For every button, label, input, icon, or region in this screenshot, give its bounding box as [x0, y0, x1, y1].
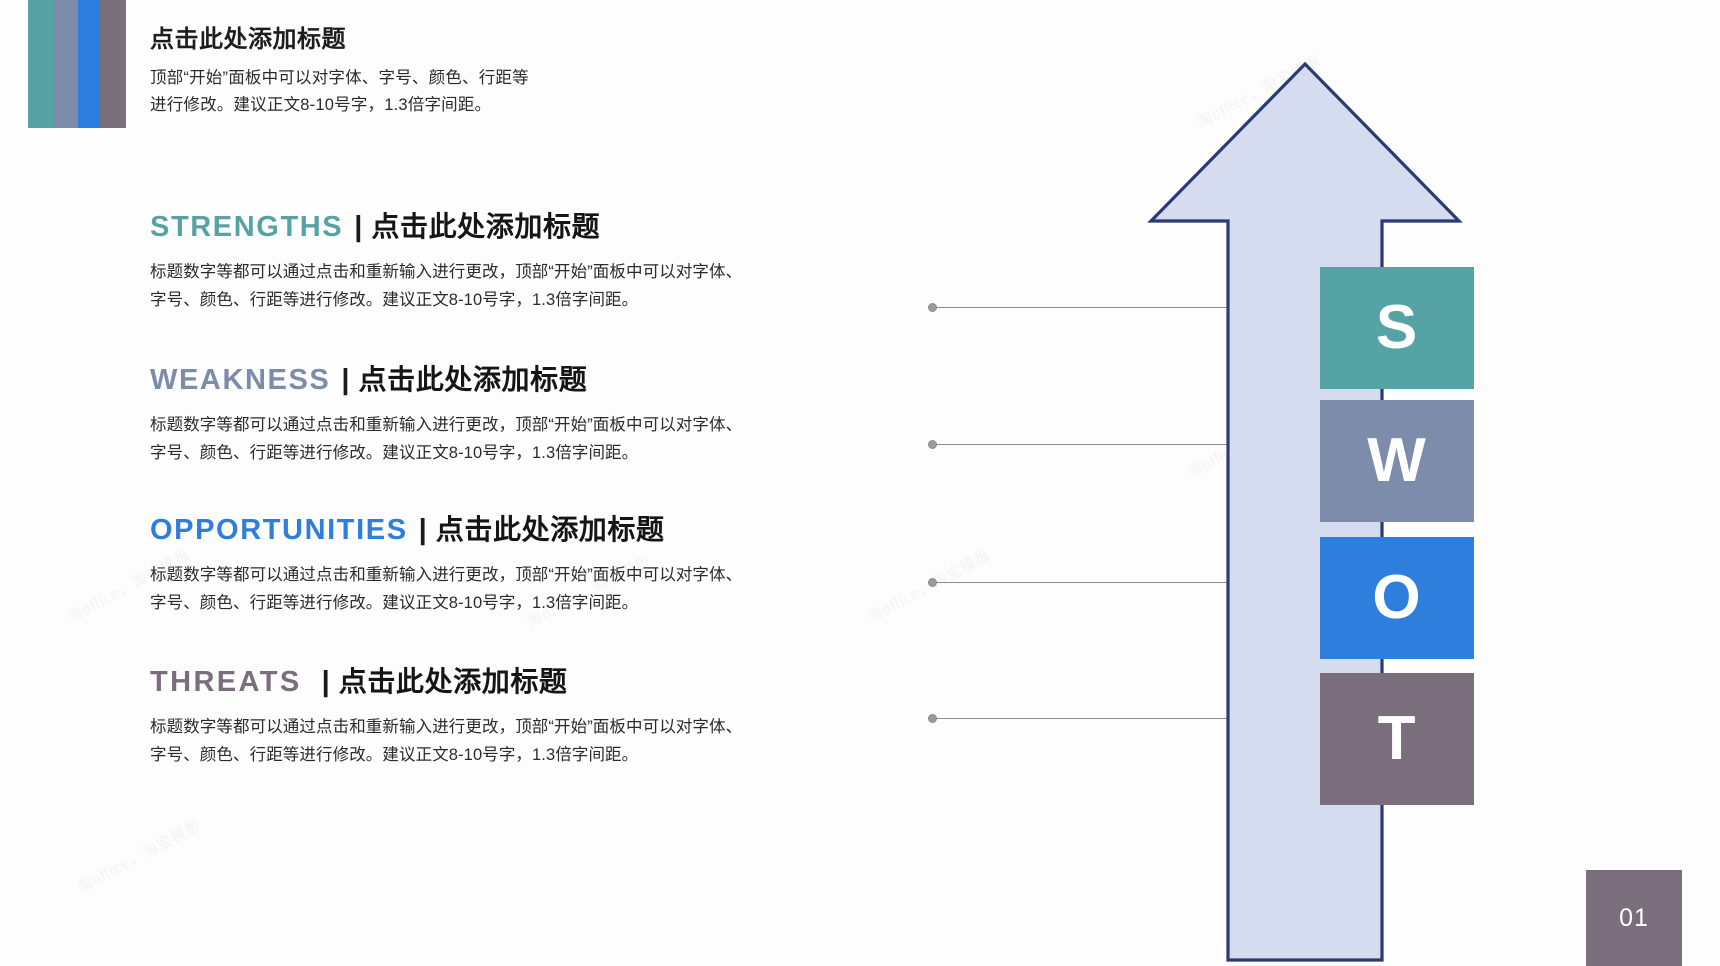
swot-letter: W [1367, 426, 1427, 495]
connector-weakness [928, 440, 1304, 450]
swot-letter: O [1372, 563, 1422, 632]
section-body: 标题数字等都可以通过点击和重新输入进行更改，顶部“开始”面板中可以对字体、 字号… [150, 566, 743, 612]
connector-line [936, 307, 1304, 308]
section-weakness: WEAKNESS | 点击此处添加标题 标题数字等都可以通过点击和重新输入进行更改，… [150, 358, 830, 467]
swot-block-strengths[interactable]: S [1320, 267, 1474, 389]
page-title: 点击此处添加标题 [150, 26, 346, 53]
swot-letter: T [1377, 704, 1417, 773]
section-title: 点击此处添加标题 [371, 211, 601, 242]
section-heading: STRENGTHS | 点击此处添加标题 [150, 205, 830, 245]
page-number: 01 [1619, 903, 1649, 932]
watermark: 淘office，淘宝模板 [73, 814, 204, 897]
swot-block-weakness[interactable]: W [1320, 400, 1474, 522]
swot-block-opportunities[interactable]: O [1320, 537, 1474, 659]
section-keyword: THREATS [150, 666, 302, 698]
section-keyword: WEAKNESS [150, 364, 331, 396]
section-opportunities: OPPORTUNITIES | 点击此处添加标题 标题数字等都可以通过点击和重新输入… [150, 508, 830, 617]
connector-line [936, 444, 1304, 445]
section-separator: | [418, 514, 427, 546]
connector-strengths [928, 303, 1304, 313]
section-keyword: STRENGTHS [150, 211, 344, 243]
section-heading: WEAKNESS | 点击此处添加标题 [150, 358, 830, 398]
accent-bar-3 [78, 0, 100, 128]
accent-bars [28, 0, 126, 128]
section-body: 标题数字等都可以通过点击和重新输入进行更改，顶部“开始”面板中可以对字体、 字号… [150, 718, 743, 764]
connector-opportunities [928, 578, 1304, 588]
section-heading: THREATS | 点击此处添加标题 [150, 660, 830, 700]
section-title: 点击此处添加标题 [358, 364, 588, 395]
accent-bar-2 [54, 0, 78, 128]
section-threats: THREATS | 点击此处添加标题 标题数字等都可以通过点击和重新输入进行更改，顶… [150, 660, 830, 769]
header: 点击此处添加标题 顶部“开始”面板中可以对字体、字号、颜色、行距等 进行修改。建… [150, 24, 770, 119]
page-subtitle: 顶部“开始”面板中可以对字体、字号、颜色、行距等 进行修改。建议正文8-10号字… [150, 69, 529, 114]
section-title: 点击此处添加标题 [435, 514, 665, 545]
section-title: 点击此处添加标题 [338, 666, 568, 697]
section-separator: | [354, 211, 363, 243]
page-number-badge: 01 [1586, 870, 1682, 966]
section-separator: | [341, 364, 350, 396]
section-heading: OPPORTUNITIES | 点击此处添加标题 [150, 508, 830, 548]
section-keyword: OPPORTUNITIES [150, 514, 408, 546]
accent-bar-1 [28, 0, 54, 128]
swot-letter: S [1375, 293, 1419, 362]
section-body: 标题数字等都可以通过点击和重新输入进行更改，顶部“开始”面板中可以对字体、 字号… [150, 416, 743, 462]
connector-threats [928, 714, 1304, 724]
section-separator: | [321, 666, 330, 698]
section-strengths: STRENGTHS | 点击此处添加标题 标题数字等都可以通过点击和重新输入进行更改… [150, 205, 830, 314]
connector-line [936, 582, 1304, 583]
swot-block-threats[interactable]: T [1320, 673, 1474, 805]
section-body: 标题数字等都可以通过点击和重新输入进行更改，顶部“开始”面板中可以对字体、 字号… [150, 263, 743, 309]
accent-bar-4 [100, 0, 126, 128]
connector-line [936, 718, 1304, 719]
